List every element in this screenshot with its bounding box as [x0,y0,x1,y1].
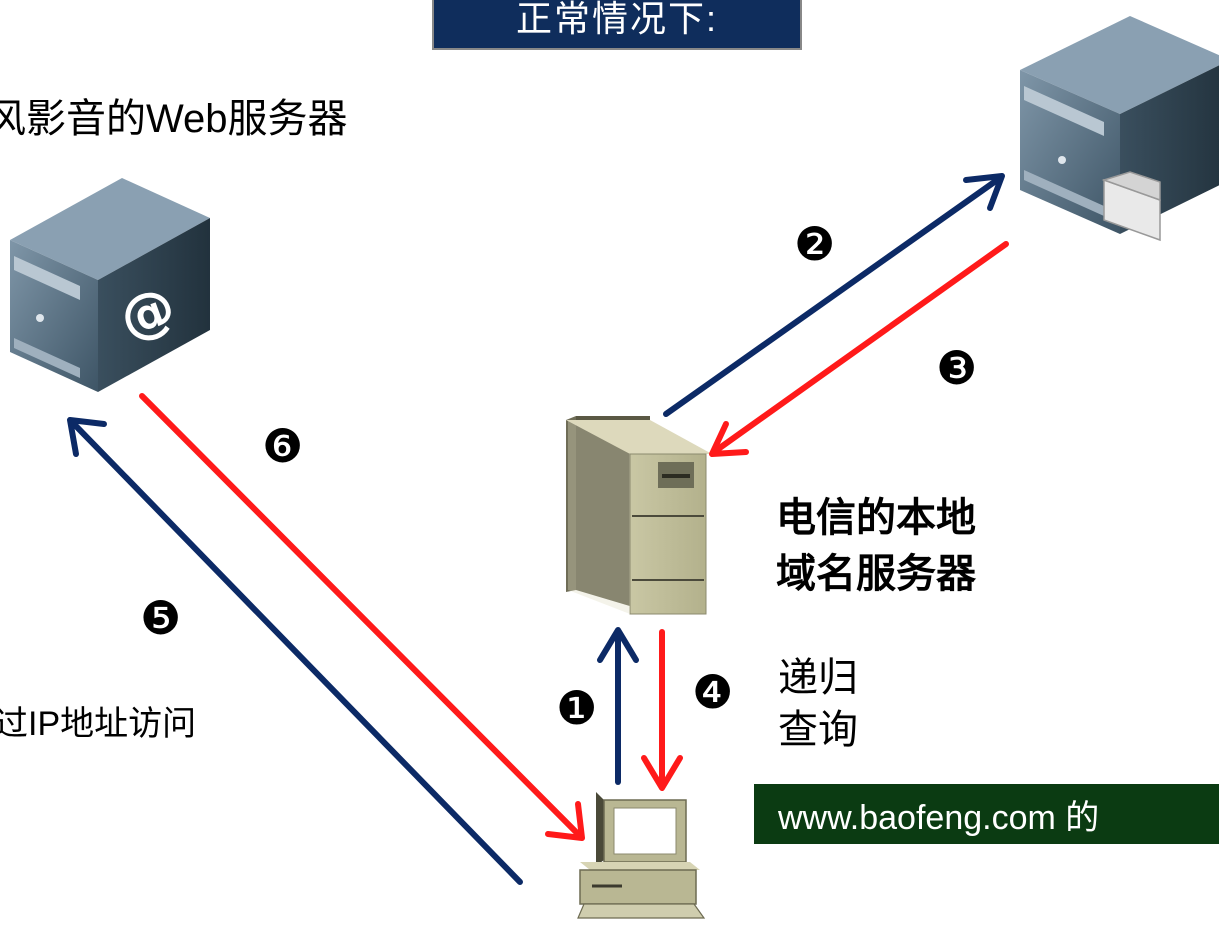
step-5-marker: ❺ [140,591,181,645]
domain-result-text: www.baofeng.com 的 [778,798,1100,837]
ip-access-label: 过IP地址访问 [0,705,197,743]
client-computer-icon [577,792,706,919]
step-1-marker: ❶ [556,681,597,735]
arrow-step-3 [709,241,1009,457]
recursive-query-line1: 递归 [778,656,858,700]
step-6-marker: ❻ [262,419,303,473]
arrow-step-1 [597,627,639,785]
domain-result-box: www.baofeng.com 的 [754,784,1219,844]
web-server-label: 风影音的Web服务器 [0,97,348,141]
arrow-step-4 [641,629,683,791]
title-text: 正常情况下: [515,0,718,39]
web-server-icon: @ [10,178,210,392]
local-dns-label-line2: 域名服务器 [776,552,976,596]
recursive-query-label: 递归 查询 [778,652,858,756]
dns-server-icon [1020,16,1219,242]
arrow-step-2 [663,173,1005,417]
step-2-marker: ❷ [794,217,835,271]
local-dns-server-icon [566,416,712,615]
step-3-marker: ❸ [936,341,977,395]
local-dns-label: 电信的本地 域名服务器 [776,490,976,602]
step-4-marker: ❹ [692,665,733,719]
recursive-query-line2: 查询 [778,708,858,752]
title-box: 正常情况下: [432,0,802,50]
local-dns-label-line1: 电信的本地 [776,496,976,540]
arrow-step-6 [139,393,585,841]
arrow-step-5 [67,417,523,885]
